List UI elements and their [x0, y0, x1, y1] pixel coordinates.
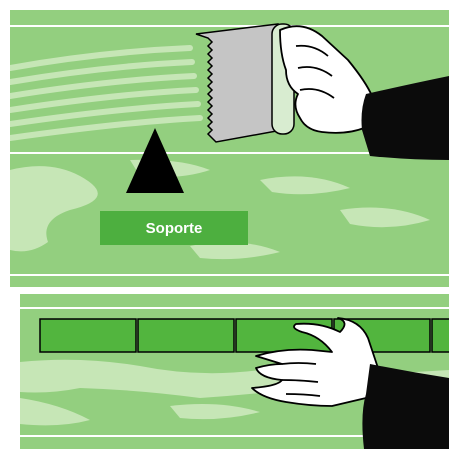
tile-row-icon	[40, 319, 449, 352]
support-label: Soporte	[100, 211, 248, 245]
panel-place-tiles	[20, 294, 449, 449]
sleeve	[362, 364, 449, 449]
tile	[432, 319, 449, 352]
top-panel-illustration	[10, 10, 449, 287]
panel-apply-adhesive: Soporte	[10, 10, 449, 287]
tile	[40, 319, 136, 352]
tile	[138, 319, 234, 352]
bottom-panel-illustration	[20, 294, 449, 449]
notched-trowel-icon	[196, 24, 294, 142]
